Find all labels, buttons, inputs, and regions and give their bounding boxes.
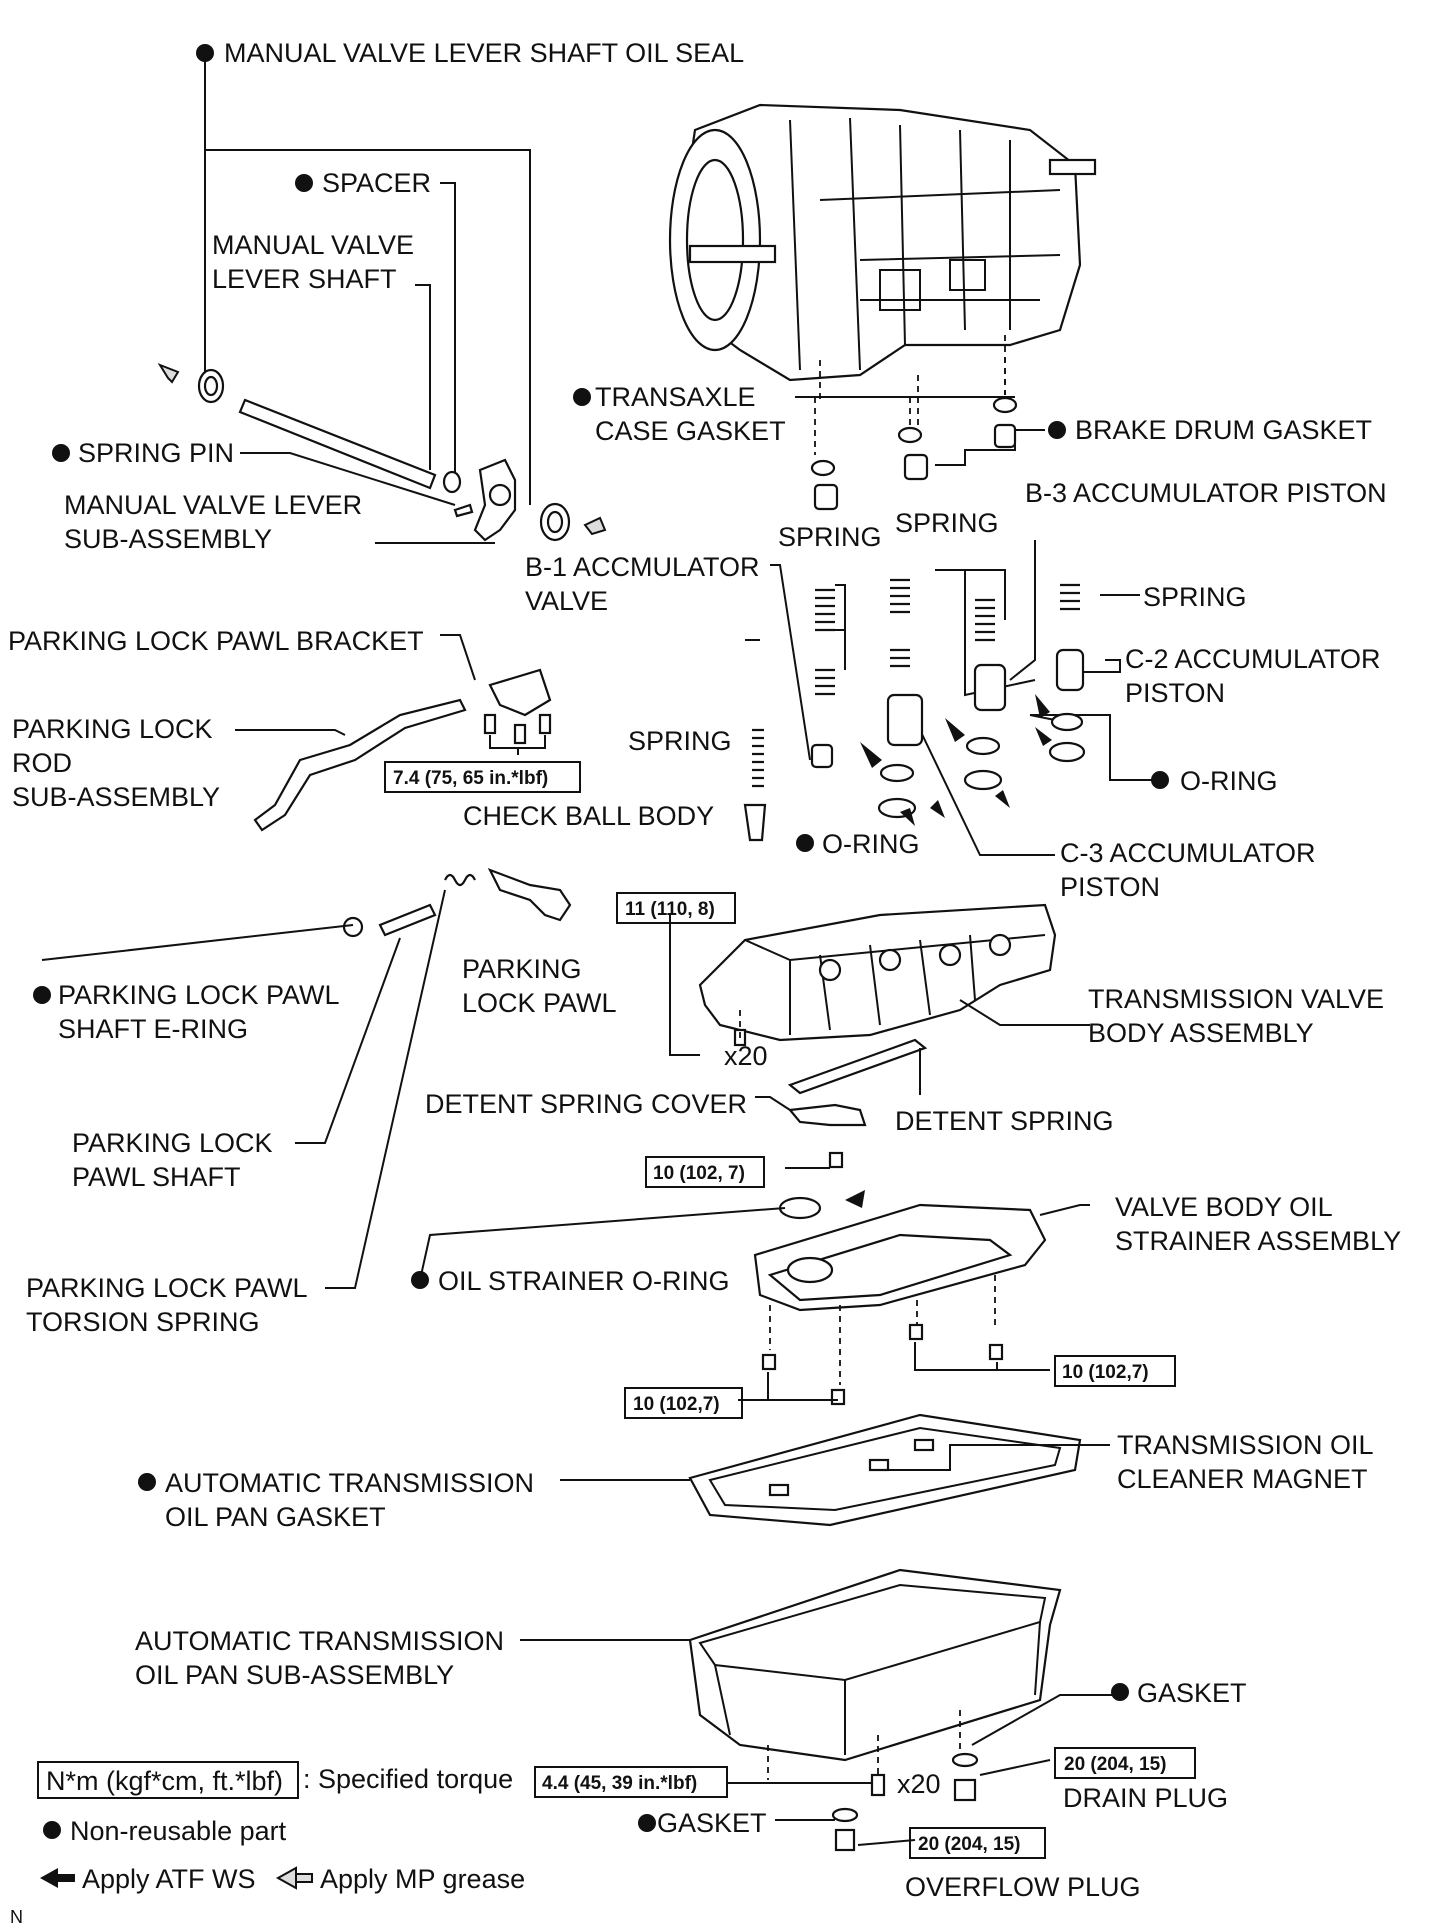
label-b1-accmulator-valve-2: VALVE (525, 586, 608, 616)
label-manual-valve-lever-sub-1: MANUAL VALVE LEVER (64, 490, 362, 520)
label-brake-drum-gasket: BRAKE DRUM GASKET (1075, 415, 1372, 445)
label-tvb-assembly-1: TRANSMISSION VALVE (1088, 984, 1384, 1014)
label-spring-a: SPRING (778, 522, 882, 552)
legend-apply-atf: Apply ATF WS (82, 1864, 256, 1894)
label-at-oil-pan-gasket-1: AUTOMATIC TRANSMISSION (165, 1468, 534, 1498)
legend (37, 1761, 313, 1890)
at-oil-pan-gasket-dot-icon (138, 1473, 156, 1491)
labels: MANUAL VALVE LEVER SHAFT OIL SEAL SPACER… (8, 38, 1401, 1902)
label-vb-oil-strainer-1: VALVE BODY OIL (1115, 1192, 1333, 1222)
torque-valve-body: 11 (110, 8) (625, 899, 715, 920)
label-oil-cleaner-magnet-2: CLEANER MAGNET (1117, 1464, 1368, 1494)
parking-lock-parts (235, 634, 572, 938)
label-tvb-assembly-2: BODY ASSEMBLY (1088, 1018, 1314, 1048)
label-parking-lock-pawl-2: LOCK PAWL (462, 988, 617, 1018)
label-detent-spring: DETENT SPRING (895, 1106, 1114, 1136)
atf-arrow-icon (40, 1868, 75, 1888)
label-pl-pawl-shaft-ering-2: SHAFT E-RING (58, 1014, 248, 1044)
label-o-ring-mid: O-RING (822, 829, 920, 859)
label-x20-a: x20 (724, 1041, 768, 1071)
torque-pan: 4.4 (45, 39 in.*lbf) (542, 1773, 697, 1794)
label-drain-plug: DRAIN PLUG (1063, 1783, 1228, 1813)
label-c3-accumulator-piston-1: C-3 ACCUMULATOR (1060, 838, 1316, 868)
label-transaxle-case-gasket-1: TRANSAXLE (595, 382, 756, 412)
label-x20-b: x20 (897, 1769, 941, 1799)
label-pl-pawl-shaft-2: PAWL SHAFT (72, 1162, 241, 1192)
torque-bracket: 7.4 (75, 65 in.*lbf) (393, 768, 548, 789)
label-check-ball-body: CHECK BALL BODY (463, 801, 714, 831)
label-gasket-right: GASKET (1137, 1678, 1247, 1708)
label-manual-valve-lever-shaft-oil-seal: MANUAL VALVE LEVER SHAFT OIL SEAL (224, 38, 744, 68)
label-transaxle-case-gasket-2: CASE GASKET (595, 416, 786, 446)
torque-drain: 20 (204, 15) (1064, 1754, 1166, 1775)
torque-values: 7.4 (75, 65 in.*lbf) 11 (110, 8) 10 (102… (393, 768, 1166, 1855)
non-reusable-dot-icon (43, 1821, 61, 1839)
torque-strainer-left: 10 (102,7) (633, 1394, 720, 1415)
label-spacer: SPACER (322, 168, 431, 198)
label-spring-d: SPRING (628, 726, 732, 756)
label-spring-c: SPRING (1143, 582, 1247, 612)
label-gasket-left: GASKET (657, 1808, 767, 1838)
label-pl-torsion-spring-1: PARKING LOCK PAWL (26, 1273, 308, 1303)
accumulator-parts (743, 396, 1086, 842)
label-spring-b: SPRING (895, 508, 999, 538)
accumulator-leader-lines (573, 335, 1169, 856)
grease-arrow-icon (275, 1866, 313, 1890)
label-vb-oil-strainer-2: STRAINER ASSEMBLY (1115, 1226, 1401, 1256)
o-ring-mid-dot-icon (796, 834, 814, 852)
legend-text: N*m (kgf*cm, ft.*lbf) : Specified torque… (10, 1764, 525, 1927)
label-overflow-plug: OVERFLOW PLUG (905, 1872, 1141, 1902)
label-manual-valve-lever-shaft-1: MANUAL VALVE (212, 230, 414, 260)
label-oil-cleaner-magnet-1: TRANSMISSION OIL (1117, 1430, 1374, 1460)
oil-pan-gasket (560, 1413, 1110, 1527)
label-detent-spring-cover: DETENT SPRING COVER (425, 1089, 747, 1119)
label-parking-lock-rod-1: PARKING LOCK (12, 714, 213, 744)
label-pl-torsion-spring-2: TORSION SPRING (26, 1307, 260, 1337)
label-parking-lock-pawl-bracket: PARKING LOCK PAWL BRACKET (8, 626, 424, 656)
valve-body (669, 903, 1090, 1056)
label-oil-strainer-o-ring: OIL STRAINER O-RING (438, 1266, 730, 1296)
legend-torque-box-text: N*m (kgf*cm, ft.*lbf) (46, 1766, 283, 1796)
detent-parts (755, 1038, 928, 1169)
transmission-case (668, 103, 1097, 382)
torque-legend-box (37, 1761, 299, 1799)
label-parking-lock-pawl-1: PARKING (462, 954, 582, 984)
parking-lock-leader-lines (33, 889, 446, 1289)
label-c2-accumulator-piston-2: PISTON (1125, 678, 1225, 708)
torque-strainer-right: 10 (102,7) (1062, 1362, 1149, 1383)
manual-valve-parts (157, 362, 607, 542)
legend-torque-text: : Specified torque (303, 1764, 513, 1794)
label-at-oil-pan-sub-1: AUTOMATIC TRANSMISSION (135, 1626, 504, 1656)
label-b3-accumulator-piston: B-3 ACCUMULATOR PISTON (1025, 478, 1387, 508)
torque-detent: 10 (102, 7) (653, 1163, 745, 1184)
torque-boxes (384, 761, 1196, 1859)
label-c2-accumulator-piston-1: C-2 ACCUMULATOR (1125, 644, 1381, 674)
torque-overflow: 20 (204, 15) (918, 1834, 1020, 1855)
corner-mark: N (10, 1907, 23, 1927)
label-at-oil-pan-gasket-2: OIL PAN GASKET (165, 1502, 386, 1532)
label-b1-accmulator-valve-1: B-1 ACCMULATOR (525, 552, 760, 582)
label-pl-pawl-shaft-ering-1: PARKING LOCK PAWL (58, 980, 340, 1010)
label-manual-valve-lever-shaft-2: LEVER SHAFT (212, 264, 397, 294)
oil-pan (520, 1568, 1129, 1852)
label-manual-valve-lever-sub-2: SUB-ASSEMBLY (64, 524, 272, 554)
label-c3-accumulator-piston-2: PISTON (1060, 872, 1160, 902)
label-parking-lock-rod-2: ROD (12, 748, 72, 778)
label-at-oil-pan-sub-2: OIL PAN SUB-ASSEMBLY (135, 1660, 454, 1690)
oil-strainer (411, 1190, 1090, 1406)
legend-apply-grease: Apply MP grease (320, 1864, 525, 1894)
label-o-ring-right: O-RING (1180, 766, 1278, 796)
label-pl-pawl-shaft-1: PARKING LOCK (72, 1128, 273, 1158)
manual-valve-leader-lines (52, 44, 531, 544)
label-spring-pin: SPRING PIN (78, 438, 234, 468)
label-parking-lock-rod-3: SUB-ASSEMBLY (12, 782, 220, 812)
legend-non-reusable: Non-reusable part (70, 1816, 287, 1846)
